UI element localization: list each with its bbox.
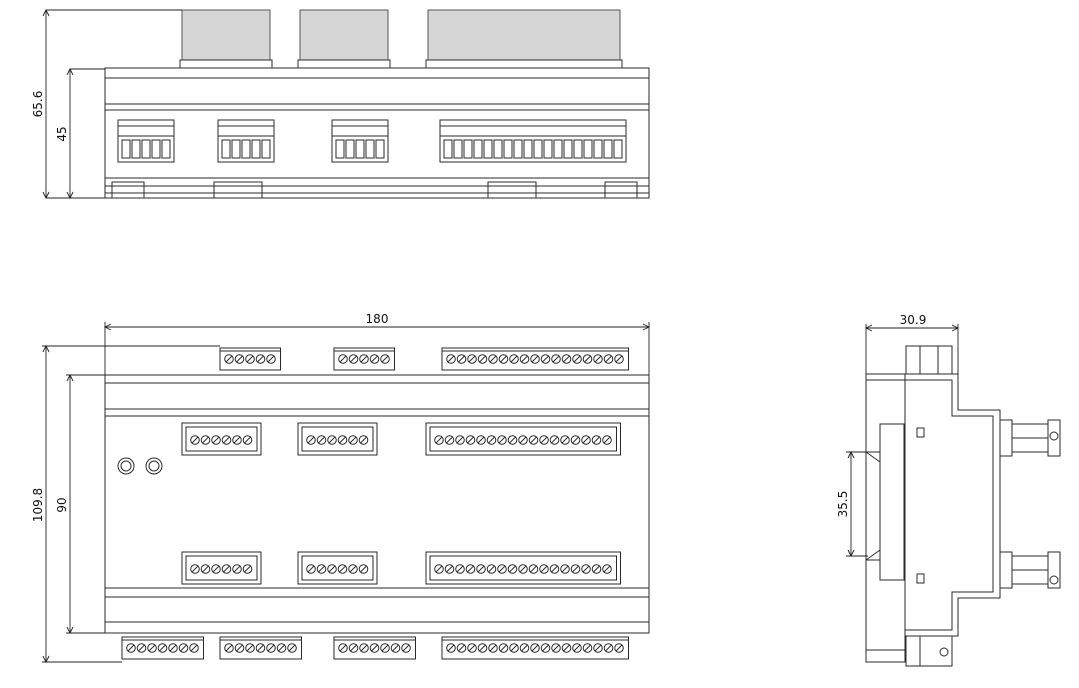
front-top-plug-1 [219,347,281,371]
front-view-dimensions: 180 109.8 90 [31,312,651,664]
front-view: 180 109.8 90 [31,312,651,664]
dim-top-body-height: 45 [55,126,69,141]
front-top-plug-3 [441,347,629,371]
front-bottom-plug-4 [441,636,629,660]
dim-front-width: 180 [366,312,389,326]
dim-front-total-height: 109.8 [31,488,45,522]
side-view-rail-clip [879,423,905,581]
front-face-terminal-lower-2 [297,551,378,585]
front-face-terminal-upper-1 [181,422,262,456]
front-top-plug-2 [333,347,395,371]
top-view-terminal-block-1 [117,119,175,163]
front-view-bottom-plug-terminals [121,636,629,660]
dim-side-width: 30.9 [900,313,927,327]
led-2 [145,457,163,475]
side-view-dimensions: 30.9 35.5 [836,313,960,558]
front-bottom-plug-2 [219,636,302,660]
top-view-feet [111,181,638,199]
front-bottom-plug-1 [121,636,204,660]
dim-side-rail-height: 35.5 [836,491,850,518]
front-face-terminal-upper-2 [297,422,378,456]
top-view: 65.6 45 [31,8,650,200]
front-view-body [104,374,650,634]
front-face-terminal-lower-3 [425,551,621,585]
front-bottom-plug-3 [333,636,416,660]
front-view-top-plug-terminals [219,347,629,371]
top-view-dimensions: 65.6 45 [31,8,182,200]
top-view-terminal-block-3 [331,119,389,163]
top-view-plugs [179,9,623,69]
top-view-body [104,67,650,199]
front-face-terminal-upper-3 [425,422,621,456]
side-view-plugs [905,345,1061,667]
front-face-terminal-lower-1 [181,551,262,585]
front-view-face-terminals [181,422,621,585]
led-1 [117,457,135,475]
dim-top-total-height: 65.6 [31,91,45,118]
side-view: 30.9 35.5 [836,313,1061,667]
top-view-terminal-block-2 [217,119,275,163]
top-view-terminal-block-4 [439,119,627,163]
dim-front-body-height: 90 [55,497,69,512]
top-view-terminal-blocks [117,119,627,163]
